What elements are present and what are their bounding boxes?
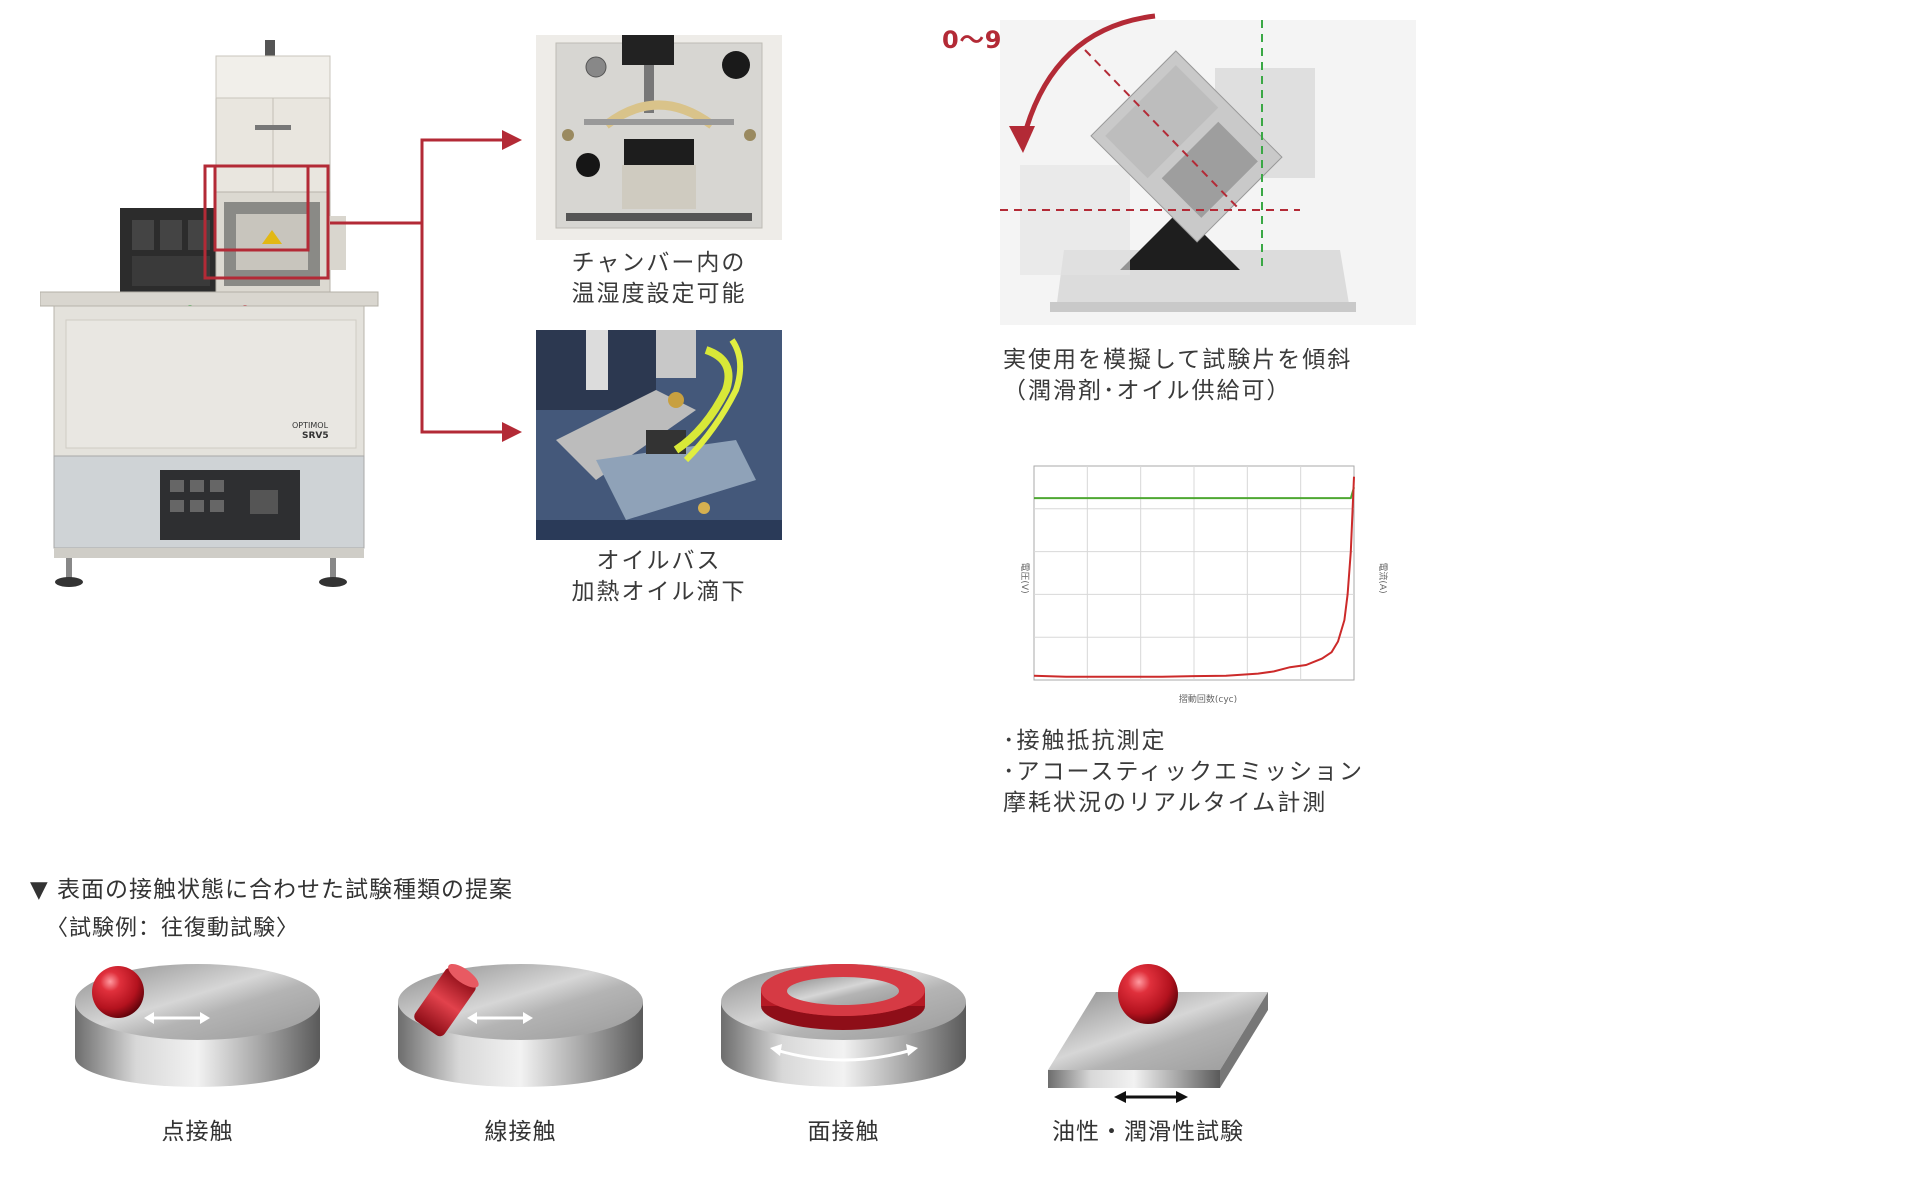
arrow-head-lower bbox=[502, 422, 522, 442]
measure-caption-line2: ･アコースティックエミッション bbox=[1003, 759, 1364, 785]
oil-bath-caption-line1: オイルバス bbox=[596, 548, 722, 574]
chart-series-line-0 bbox=[1034, 487, 1355, 500]
oil-bath-caption: オイルバス 加熱オイル滴下 bbox=[536, 546, 782, 608]
line-contact-arrow bbox=[467, 1012, 533, 1024]
section-subheading: 〈試験例：往復動試験〉 bbox=[46, 916, 300, 941]
test-label-lubricity: 油性・潤滑性試験 bbox=[1052, 1119, 1244, 1145]
test-label-line: 線接触 bbox=[484, 1119, 557, 1145]
tilt-photo bbox=[1000, 20, 1416, 325]
chart-x-label: 摺動回数(cyc) bbox=[1179, 693, 1237, 705]
test-label-point: 点接触 bbox=[161, 1119, 234, 1145]
chart-y-label-left: 電圧(V) bbox=[1019, 562, 1030, 593]
line-contact-illustration bbox=[393, 960, 648, 1100]
tilt-caption-line1: 実使用を模擬して試験片を傾斜 bbox=[1003, 347, 1353, 373]
svg-text:SRV5: SRV5 bbox=[302, 431, 329, 441]
rotation-arrow bbox=[1009, 13, 1156, 153]
lubricity-test-illustration bbox=[1028, 960, 1268, 1105]
test-label-surface: 面接触 bbox=[807, 1119, 880, 1145]
chamber-highlight-frame bbox=[203, 164, 330, 280]
chamber-caption: チャンバー内の 温湿度設定可能 bbox=[536, 248, 782, 310]
resistance-chart: 摺動回数(cyc) 電圧(V) 電流(A) bbox=[998, 458, 1390, 708]
chart-series-line-1 bbox=[1033, 476, 1355, 678]
measure-caption-line3: 摩耗状況のリアルタイム計測 bbox=[1003, 790, 1328, 816]
tilt-caption: 実使用を模擬して試験片を傾斜 （潤滑剤･オイル供給可） bbox=[1003, 345, 1352, 407]
machine-brand: OPTIMOL bbox=[292, 421, 329, 430]
chamber-photo bbox=[536, 35, 782, 240]
lubricity-test-arrow bbox=[1114, 1091, 1188, 1103]
section-heading: ▼ 表面の接触状態に合わせた試験種類の提案 bbox=[30, 877, 513, 903]
oil-bath-photo bbox=[536, 330, 782, 540]
measure-caption: ･接触抵抗測定 ･アコースティックエミッション 摩耗状況のリアルタイム計測 bbox=[1003, 726, 1364, 819]
tilt-caption-line2: （潤滑剤･オイル供給可） bbox=[1003, 378, 1292, 404]
chart-y-label-right: 電流(A) bbox=[1377, 562, 1389, 593]
tester-machine-illustration: OPTIMOL SRV5 bbox=[39, 40, 379, 587]
chamber-caption-line1: チャンバー内の bbox=[571, 250, 747, 276]
point-contact-arrow bbox=[144, 1012, 210, 1024]
chart-grid bbox=[1033, 465, 1355, 681]
point-contact-illustration bbox=[70, 960, 325, 1100]
arrow-head-upper bbox=[502, 130, 522, 150]
surface-contact-illustration bbox=[716, 960, 971, 1100]
chart-lines bbox=[1033, 476, 1355, 678]
resistance-chart-svg: 摺動回数(cyc) 電圧(V) 電流(A) bbox=[1019, 465, 1389, 705]
tester-machine: OPTIMOL SRV5 bbox=[39, 30, 380, 610]
surface-contact-arrow bbox=[770, 1044, 918, 1062]
chamber-caption-line2: 温湿度設定可能 bbox=[571, 281, 747, 307]
measure-caption-line1: ･接触抵抗測定 bbox=[1003, 728, 1167, 754]
oil-bath-caption-line2: 加熱オイル滴下 bbox=[571, 579, 747, 605]
